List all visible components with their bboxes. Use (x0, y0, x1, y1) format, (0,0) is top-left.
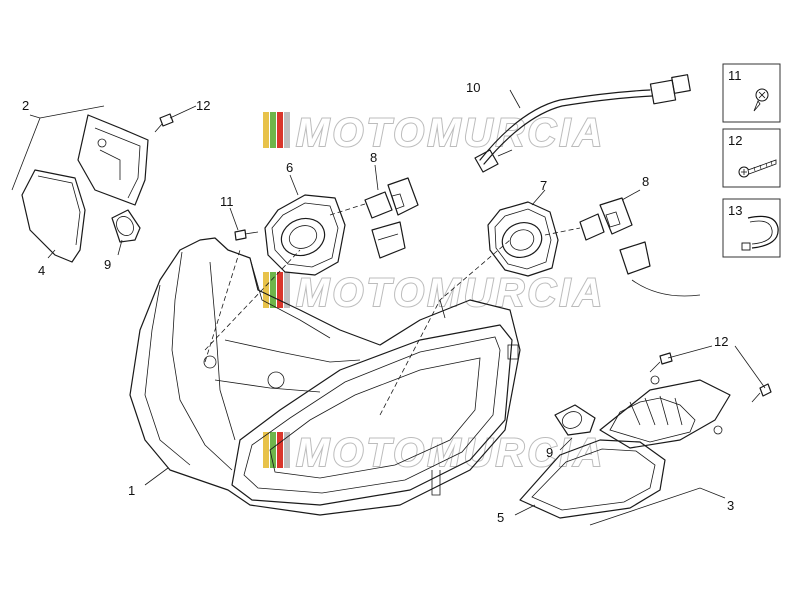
callout-9-left: 9 (104, 257, 111, 272)
screw-right-b (751, 383, 772, 403)
callouts: 2 12 4 9 11 6 8 10 7 8 1 12 9 5 3 (22, 80, 734, 525)
callout-5: 5 (497, 510, 504, 525)
signal-bulb-right (554, 404, 596, 436)
bulb-left (329, 177, 419, 259)
callout-1: 1 (128, 483, 135, 498)
callout-8-left: 8 (370, 150, 377, 165)
legend-number: 12 (728, 133, 742, 148)
callout-9-right: 9 (546, 445, 553, 460)
wiring-harness (474, 74, 691, 173)
callout-10: 10 (466, 80, 480, 95)
watermark-top: MOTOMURCIA (263, 110, 605, 156)
right-signal-lens (519, 439, 666, 519)
long-screw-icon (738, 159, 777, 178)
legend-number: 11 (728, 68, 742, 83)
screw-icon (753, 88, 769, 112)
screw-left (154, 113, 174, 133)
watermark-bottom: MOTOMURCIA (263, 430, 605, 476)
legend-box-13: 13 (722, 198, 781, 258)
left-turn-signal (77, 114, 149, 206)
watermark-text: MOTOMURCIA (296, 271, 605, 315)
callout-12-left: 12 (196, 98, 210, 113)
watermark-text: MOTOMURCIA (296, 431, 605, 475)
left-bulb-cover (264, 194, 346, 276)
screw-right-a (649, 352, 673, 373)
legend-number: 13 (728, 203, 742, 218)
legend-box-12: 12 (722, 128, 781, 188)
right-turn-signal (599, 375, 731, 449)
callout-12-right: 12 (714, 334, 728, 349)
watermark-text: MOTOMURCIA (296, 111, 605, 155)
callout-7: 7 (540, 178, 547, 193)
watermark-middle: MOTOMURCIA (263, 270, 605, 316)
callout-4: 4 (38, 263, 45, 278)
legend-box-11: 11 (722, 63, 781, 123)
signal-bulb-left (111, 209, 141, 243)
callout-2: 2 (22, 98, 29, 113)
callout-6: 6 (286, 160, 293, 175)
left-signal-lens (21, 169, 86, 263)
callout-11: 11 (220, 194, 234, 209)
callout-8-right: 8 (642, 174, 649, 189)
leader-lines (11, 89, 766, 526)
headlight-assembly (129, 237, 521, 516)
bulb-right (544, 197, 701, 297)
cable-tie-icon (741, 215, 779, 251)
screw-center (234, 229, 259, 241)
right-bulb-cover (487, 201, 559, 277)
callout-3: 3 (727, 498, 734, 513)
